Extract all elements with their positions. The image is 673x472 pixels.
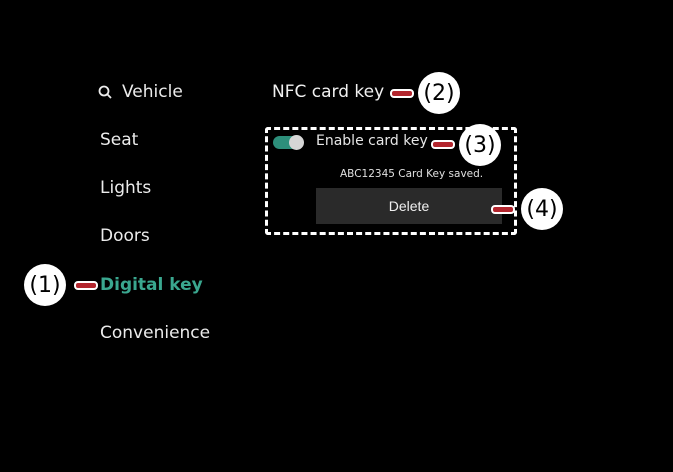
annotation-connector-3 (431, 140, 455, 149)
sidebar-item-vehicle[interactable]: Vehicle (98, 82, 183, 102)
toggle-label: Enable card key (316, 133, 428, 149)
annotation-connector-4 (491, 205, 515, 214)
sidebar-item-label: Digital key (100, 275, 203, 295)
delete-button[interactable]: Delete (316, 188, 502, 224)
sidebar-item-digital-key[interactable]: Digital key (100, 275, 203, 295)
annotation-badge-1: (1) (24, 264, 66, 306)
search-icon (98, 85, 112, 99)
sidebar-item-label: Doors (100, 226, 150, 246)
sidebar-item-lights[interactable]: Lights (100, 178, 151, 198)
toggle-knob (289, 135, 304, 150)
annotation-badge-4: (4) (521, 188, 563, 230)
page-title: NFC card key (272, 82, 385, 102)
sidebar-item-doors[interactable]: Doors (100, 226, 150, 246)
sidebar-item-convenience[interactable]: Convenience (100, 323, 210, 343)
annotation-connector-1 (74, 281, 98, 290)
status-text: ABC12345 Card Key saved. (340, 168, 484, 180)
sidebar-item-label: Lights (100, 178, 152, 198)
sidebar-item-seat[interactable]: Seat (100, 130, 138, 150)
sidebar-item-label: Convenience (100, 323, 211, 343)
annotation-connector-2 (390, 89, 414, 98)
annotation-badge-2: (2) (418, 72, 460, 114)
annotation-badge-3: (3) (459, 124, 501, 166)
sidebar-item-label: Vehicle (122, 82, 183, 102)
enable-card-key-toggle[interactable] (273, 135, 304, 150)
sidebar-item-label: Seat (100, 130, 139, 150)
highlight-box (265, 127, 517, 235)
